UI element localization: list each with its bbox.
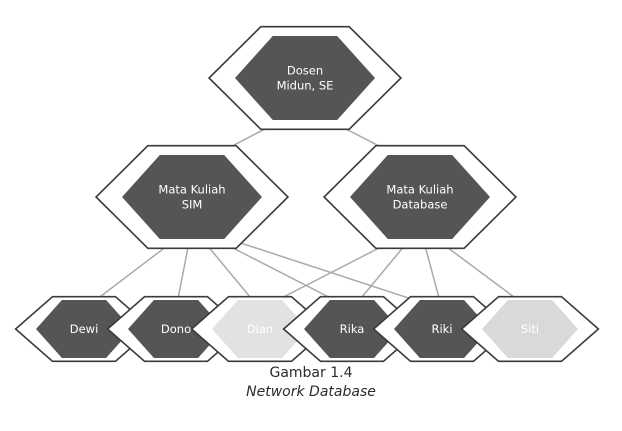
caption-number: Gambar 1.4 bbox=[269, 365, 353, 381]
node-label-dosen-1: Midun, SE bbox=[277, 79, 334, 93]
node-label-mk-sim-1: SIM bbox=[182, 198, 203, 212]
node-label-siti-0: Siti bbox=[521, 322, 539, 336]
node-rika: Rika bbox=[282, 295, 422, 363]
node-fill-rika bbox=[304, 300, 400, 358]
node-label-mk-database-1: Database bbox=[393, 198, 448, 212]
node-label-dewi-0: Dewi bbox=[70, 322, 99, 336]
node-fill-dosen bbox=[235, 36, 375, 120]
node-fill-dian bbox=[212, 300, 308, 358]
node-label-dono-0: Dono bbox=[161, 322, 191, 336]
node-fill-siti bbox=[482, 300, 578, 358]
node-dewi: Dewi bbox=[14, 295, 154, 363]
node-riki: Riki bbox=[372, 295, 512, 363]
node-fill-dewi bbox=[36, 300, 132, 358]
node-label-dosen-0: Dosen bbox=[287, 64, 323, 78]
node-dian: Dian bbox=[190, 295, 330, 363]
node-fill-mk-sim bbox=[122, 155, 262, 239]
node-label-mk-sim-0: Mata Kuliah bbox=[158, 183, 225, 197]
node-label-dian-0: Dian bbox=[247, 322, 273, 336]
node-fill-mk-database bbox=[350, 155, 490, 239]
node-fill-riki bbox=[394, 300, 490, 358]
node-siti: Siti bbox=[460, 295, 600, 363]
node-label-riki-0: Riki bbox=[431, 322, 452, 336]
caption-title: Network Database bbox=[246, 384, 376, 400]
node-fill-dono bbox=[128, 300, 224, 358]
node-label-rika-0: Rika bbox=[340, 322, 365, 336]
node-label-mk-database-0: Mata Kuliah bbox=[386, 183, 453, 197]
